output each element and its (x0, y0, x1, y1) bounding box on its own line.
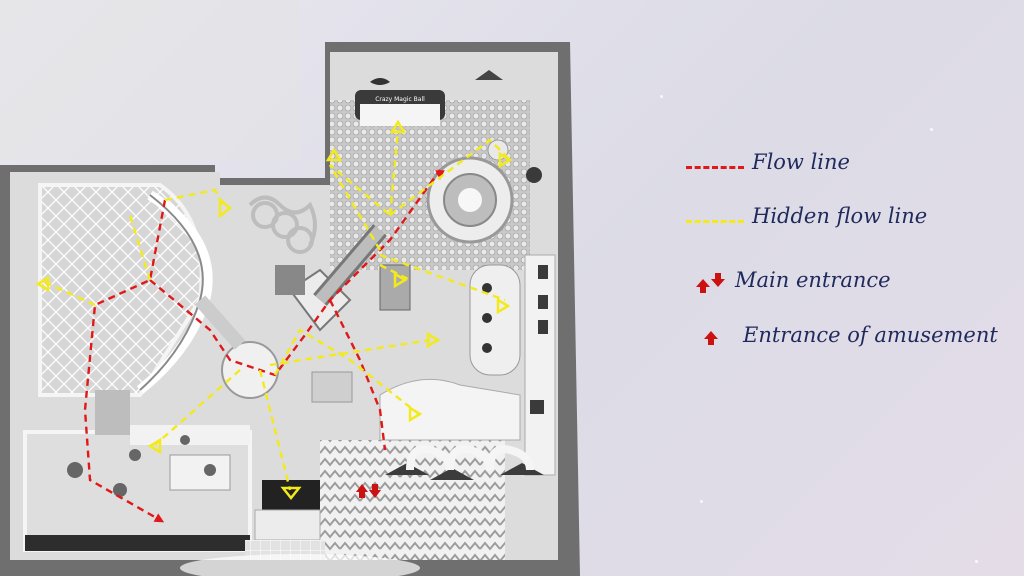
hidden-entry-arrows (35, 119, 513, 501)
sparkle-decoration (660, 95, 663, 98)
sparkle-decoration (975, 560, 978, 563)
legend-entrance-amusement: Entrance of amusement (704, 323, 998, 347)
sparkle-decoration (930, 128, 933, 131)
red-dashed-line-icon (686, 165, 744, 169)
ball-pool-sign: Crazy Magic Ball (375, 96, 425, 103)
sparkle-decoration (700, 500, 703, 503)
legend-hidden-flow-line: Hidden flow line (686, 204, 927, 228)
legend-main-entrance-label: Main entrance (735, 268, 891, 292)
yellow-dashed-line-icon (686, 219, 744, 223)
main-entrance-marker (356, 484, 381, 498)
up-down-arrows-icon (696, 273, 725, 293)
up-arrow-icon (704, 331, 718, 345)
legend-main-entrance: Main entrance (696, 268, 891, 293)
legend-flow-line: Flow line (686, 150, 850, 174)
legend-entrance-amusement-label: Entrance of amusement (743, 323, 998, 347)
legend-hidden-flow-line-label: Hidden flow line (752, 204, 928, 228)
legend-flow-line-label: Flow line (752, 150, 850, 174)
playground-floor-plan: Crazy Magic Ball (0, 0, 580, 576)
